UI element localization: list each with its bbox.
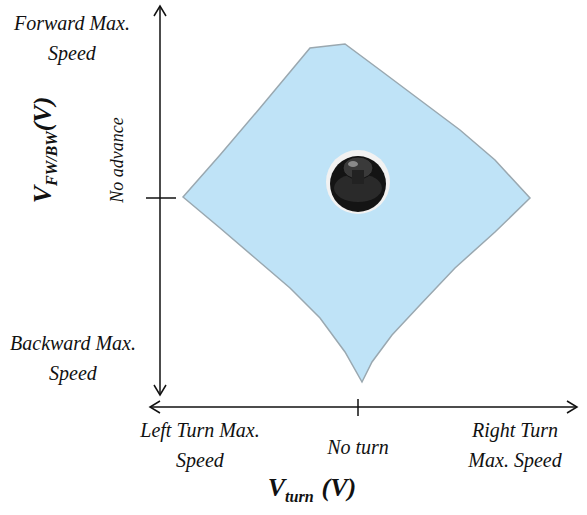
axis-end-label: No turn [308,432,408,462]
axis-unit: (V) [322,473,357,502]
axis-end-label: Backward Max. Speed [3,328,143,388]
arrow-head [154,385,166,395]
axis-unit: (V) [28,97,57,132]
arrow-head [567,401,577,413]
horizontal-axis-title: Vturn (V) [268,474,356,506]
axis-end-label: Right Turn Max. Speed [450,415,580,475]
axis-subscript: FW/BW [43,131,60,186]
joystick-icon [326,150,390,214]
arrow-head [150,401,160,413]
axis-tick [146,197,176,199]
axis-end-label: Left Turn Max. Speed [140,415,260,475]
axis-end-label: Forward Max. Speed [7,8,137,68]
axis-symbol: V [268,473,285,502]
axis-symbol: V [28,186,57,203]
arrow-head [154,6,166,16]
axis-center-label: No advance [107,117,129,202]
vertical-axis [159,6,161,395]
axis-subscript: turn [285,488,314,505]
axis-tick [357,399,359,416]
vertical-axis-title: VFW/BW(V) [29,97,61,204]
workspace-region [183,44,530,382]
horizontal-axis [150,406,577,408]
